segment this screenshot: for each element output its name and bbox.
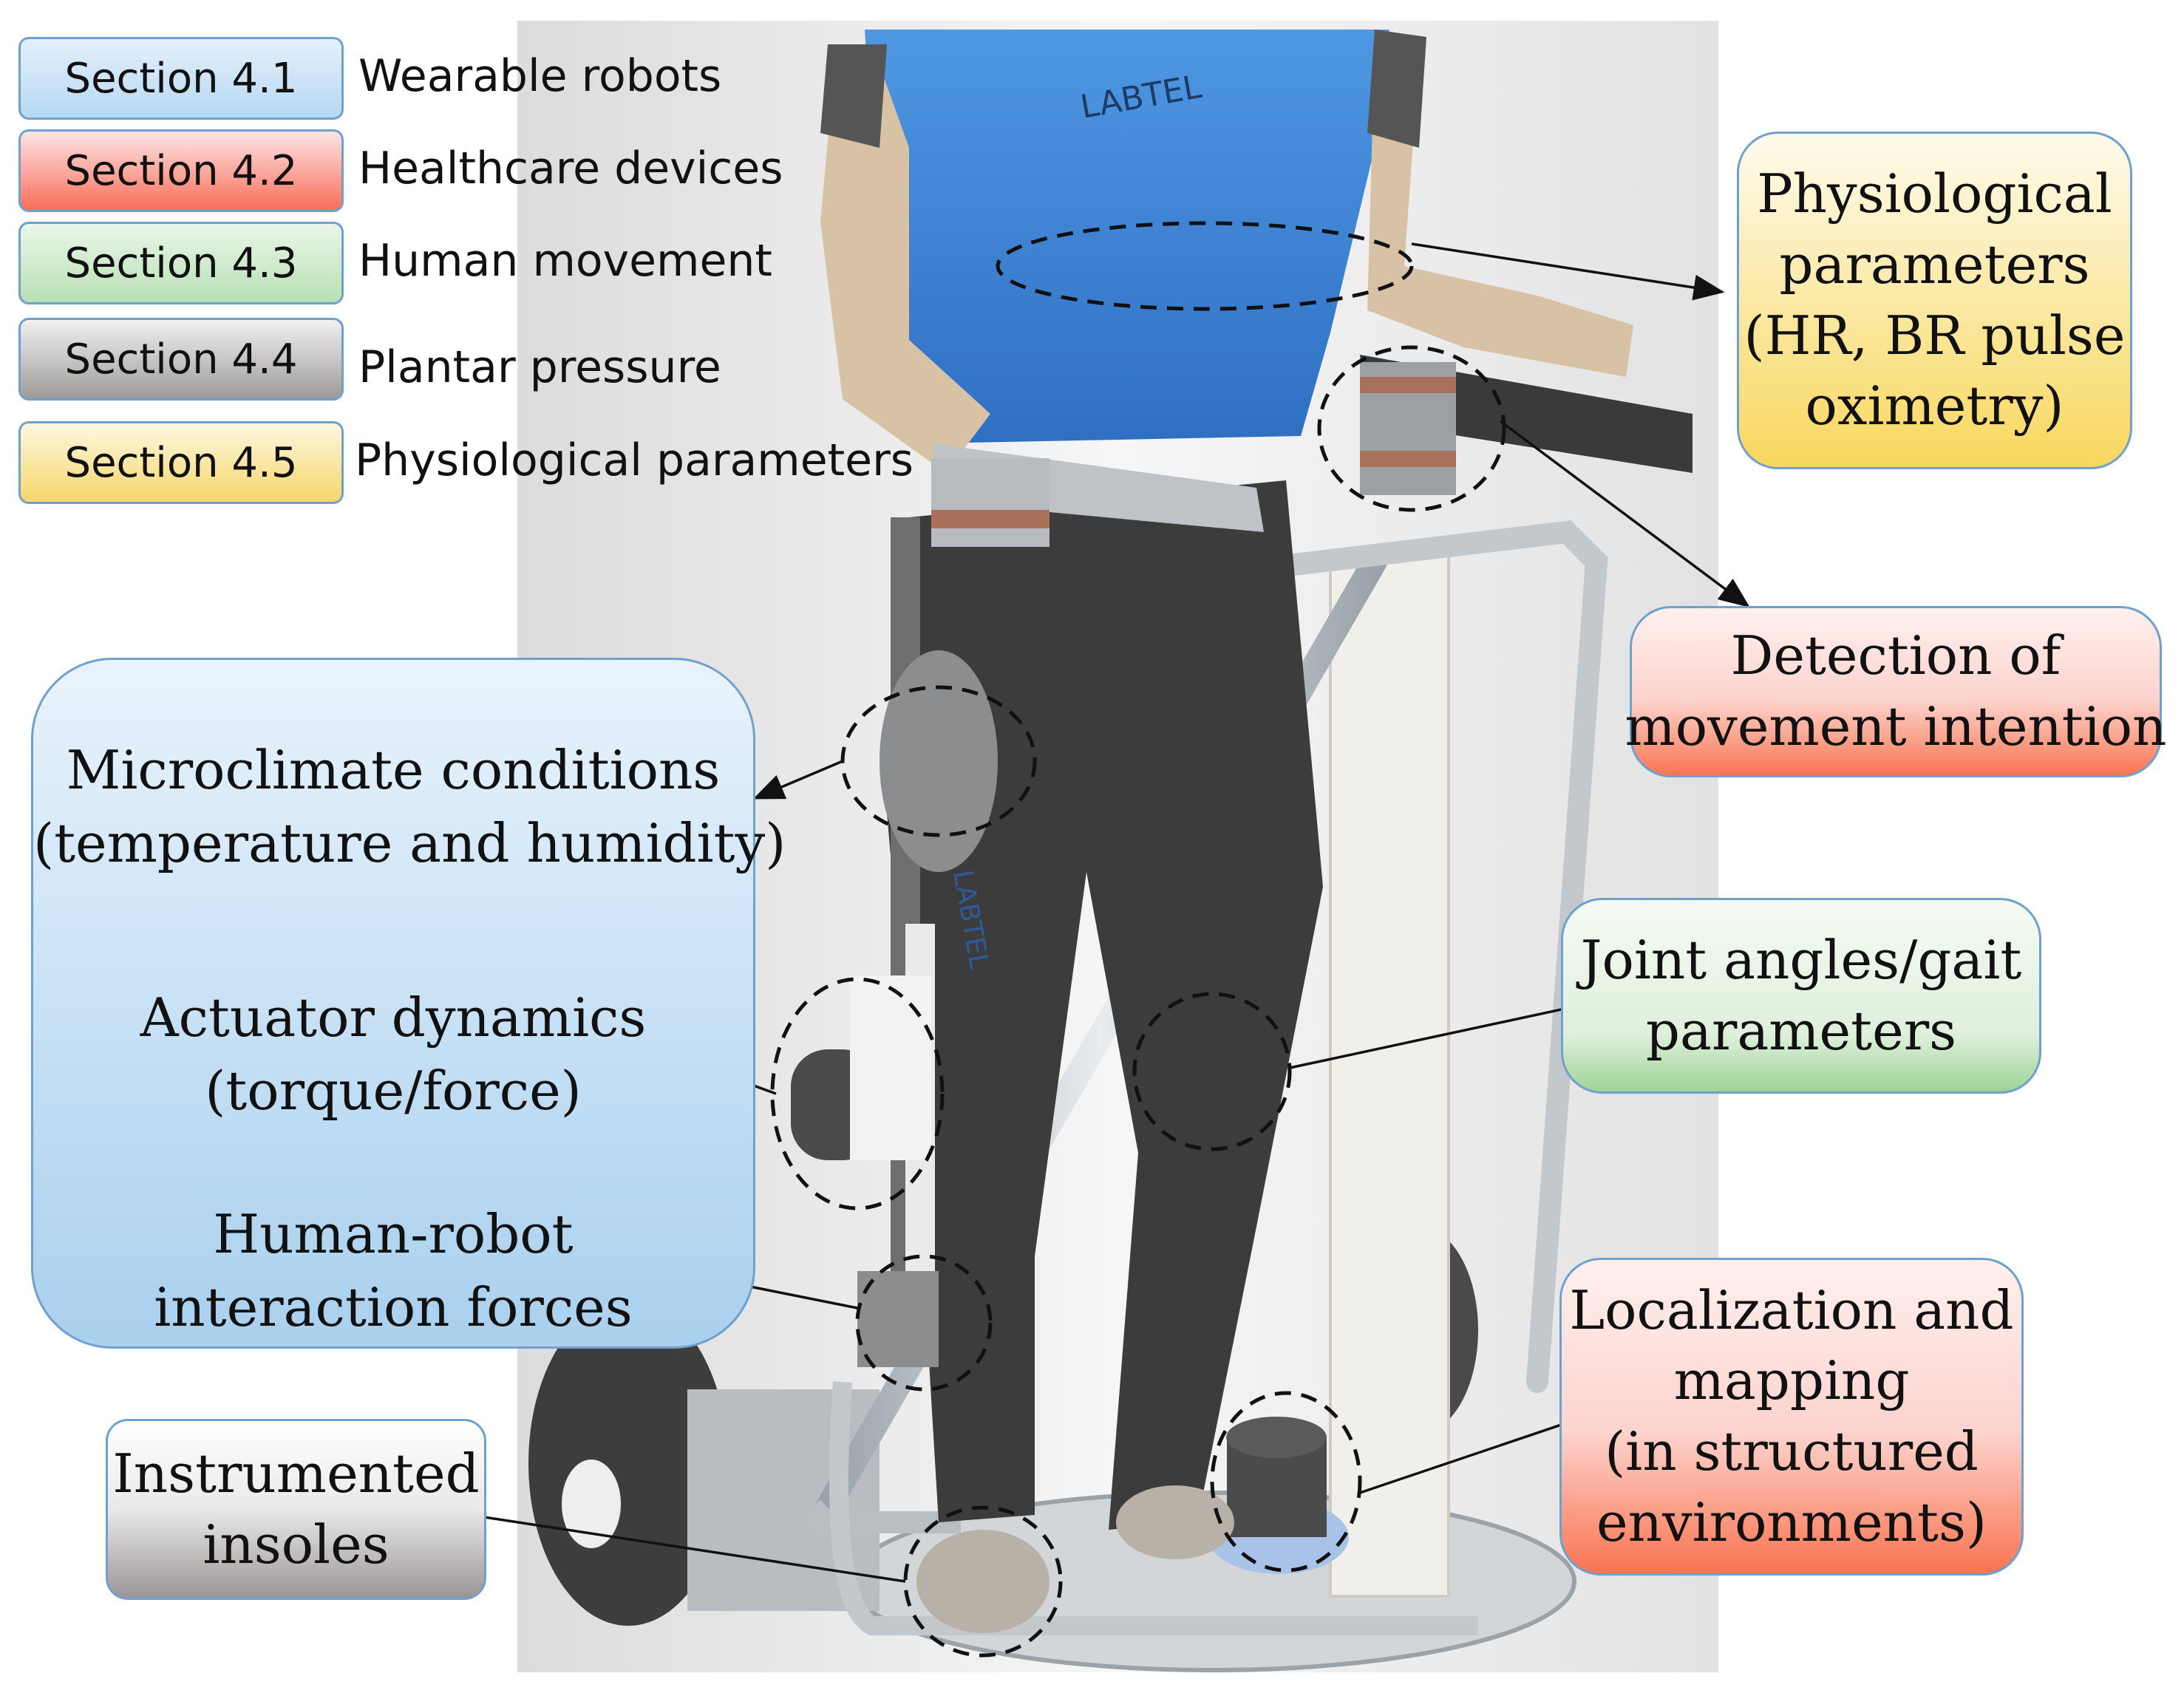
callout-microclimate: Microclimate conditions (temperature and… <box>33 734 786 881</box>
callout-line: Actuator dynamics <box>140 987 647 1049</box>
marker-knee <box>1132 992 1292 1151</box>
callout-line: Instrumented <box>112 1442 480 1505</box>
arrow-movement-intention <box>1499 420 1750 608</box>
callout-wearable-robot-sensors: Microclimate conditions (temperature and… <box>31 658 786 1349</box>
arrow-microclimate <box>752 760 843 800</box>
marker-armrest <box>1317 345 1506 512</box>
callout-line: movement intention <box>1625 695 2167 757</box>
left-load-cell <box>931 458 1050 547</box>
legend-badge: Section 4.3 <box>18 222 344 304</box>
callout-line: (torque/force) <box>205 1060 582 1123</box>
legend-badge: Section 4.2 <box>18 129 344 212</box>
callout-line: parameters <box>1779 233 2090 296</box>
legend-item-4-2: Section 4.2 Healthcare devices <box>18 129 935 217</box>
callout-line: parameters <box>1645 999 1957 1062</box>
legend-item-4-4: Section 4.4 Plantar pressure <box>18 318 935 405</box>
callout-movement-intention: Detection of movement intention <box>1625 606 2167 777</box>
callout-instrumented-insoles: Instrumented insoles <box>106 1419 486 1600</box>
legend-badge: Section 4.5 <box>18 421 344 504</box>
callout-line: Detection of <box>1730 624 2061 687</box>
callout-line: (temperature and humidity) <box>33 812 786 875</box>
legend-label: Plantar pressure <box>358 341 721 393</box>
right-arm <box>1367 44 1633 377</box>
legend-item-4-3: Section 4.3 Human movement <box>18 222 935 309</box>
left-arm <box>820 44 990 473</box>
marker-chest <box>996 221 1414 311</box>
callout-joint-angles: Joint angles/gait parameters <box>1561 898 2041 1094</box>
callout-physiological-parameters: Physiological parameters (HR, BR pulse o… <box>1737 132 2132 469</box>
callout-interaction-forces: Human-robot interaction forces <box>33 1198 753 1345</box>
callout-line: Human-robot <box>213 1203 574 1265</box>
callout-line: interaction forces <box>154 1276 633 1339</box>
callout-line: insoles <box>203 1513 389 1576</box>
legend-label: Human movement <box>358 235 772 287</box>
legend-label: Wearable robots <box>358 50 722 102</box>
callout-line: Physiological <box>1757 163 2112 225</box>
callout-actuator-dynamics: Actuator dynamics (torque/force) <box>33 981 753 1128</box>
callout-line: Microclimate conditions <box>66 739 721 801</box>
callout-line: Localization and <box>1569 1278 2014 1341</box>
callout-line: oximetry) <box>1805 375 2064 437</box>
white-column <box>1329 545 1450 1598</box>
rear-wheel <box>528 1301 728 1626</box>
callout-line: mapping <box>1673 1349 1910 1412</box>
callout-line: (in structured <box>1605 1420 1979 1482</box>
callout-line: environments) <box>1596 1491 1987 1553</box>
legend-badge: Section 4.4 <box>18 318 344 401</box>
arrow-instrumented-insoles <box>443 1502 906 1583</box>
callout-line: (HR, BR pulse <box>1744 304 2126 367</box>
right-shoe <box>1116 1485 1234 1559</box>
callout-localization: Localization and mapping (in structured … <box>1559 1258 2024 1576</box>
shank-cuff <box>857 1271 939 1367</box>
legend-item-4-1: Section 4.1 Wearable robots <box>18 37 935 124</box>
legend-label: Healthcare devices <box>358 143 783 194</box>
thigh-cuff <box>880 650 998 872</box>
marker-actuator <box>770 977 945 1210</box>
legend-badge: Section 4.1 <box>18 37 344 120</box>
left-shoe <box>916 1530 1050 1633</box>
arrow-physiological <box>1411 242 1725 301</box>
legend-item-4-5: Section 4.5 Physiological parameters <box>18 421 935 508</box>
marker-lidar <box>1210 1391 1362 1573</box>
callout-line: Joint angles/gait <box>1580 928 2022 991</box>
marker-foot <box>903 1505 1063 1658</box>
shirt <box>865 30 1389 443</box>
legend-label: Physiological parameters <box>355 435 914 486</box>
marker-shank <box>855 1254 993 1392</box>
